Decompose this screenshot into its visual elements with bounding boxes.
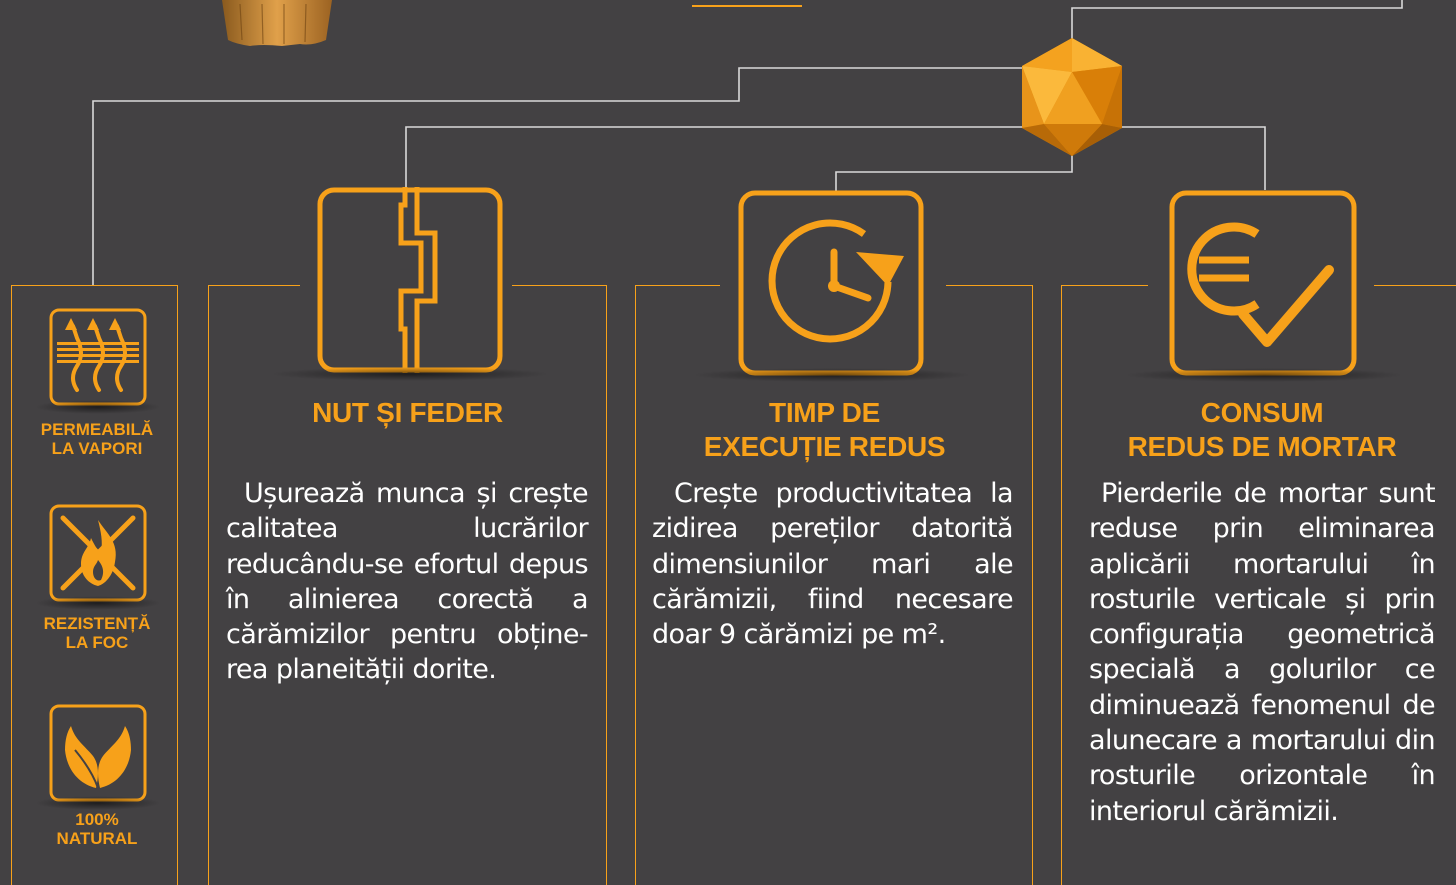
card-title-line2: REDUS DE MORTAR: [1127, 431, 1397, 462]
sidebar-feature-vapor: PERMEABILĂ LA VAPORI: [17, 308, 177, 460]
feature-label-line1: PERMEABILĂ: [40, 420, 154, 439]
vapor-permeable-icon: [49, 308, 147, 411]
card-title-line1: TIMP DE: [769, 397, 880, 428]
card-title-line2: EXECUȚIE REDUS: [703, 431, 946, 462]
feature-label-line2: LA FOC: [65, 633, 129, 652]
card-title-line1: CONSUM: [1200, 397, 1324, 428]
card-description: Ușurează munca și crește calitatea lucră…: [226, 478, 589, 686]
fire-resistant-icon: [49, 504, 147, 607]
tongue-groove-icon: [317, 187, 503, 378]
natural-leaf-icon: [49, 704, 147, 807]
card-description: Pierderile de mortar sunt reduse prin el…: [1089, 478, 1436, 827]
sidebar-feature-fire: REZISTENȚĂ LA FOC: [17, 504, 177, 656]
feature-label-line2: LA VAPORI: [51, 439, 143, 458]
feature-label-line2: NATURAL: [56, 829, 138, 848]
brick-image: [222, 0, 332, 48]
sidebar-feature-natural: 100% NATURAL: [17, 704, 177, 856]
feature-label-line1: 100%: [75, 810, 119, 829]
euro-check-icon: [1169, 190, 1357, 381]
sidebar-panel: [11, 285, 178, 885]
gem-logo-icon: [1018, 36, 1126, 160]
card-description: Crește productivitatea la zidirea pereți…: [652, 478, 1014, 651]
top-frame-edge: [692, 0, 802, 7]
feature-label-line1: REZISTENȚĂ: [43, 614, 151, 633]
card-title-line1: NUT ȘI FEDER: [312, 397, 503, 428]
clock-refresh-icon: [738, 190, 924, 381]
